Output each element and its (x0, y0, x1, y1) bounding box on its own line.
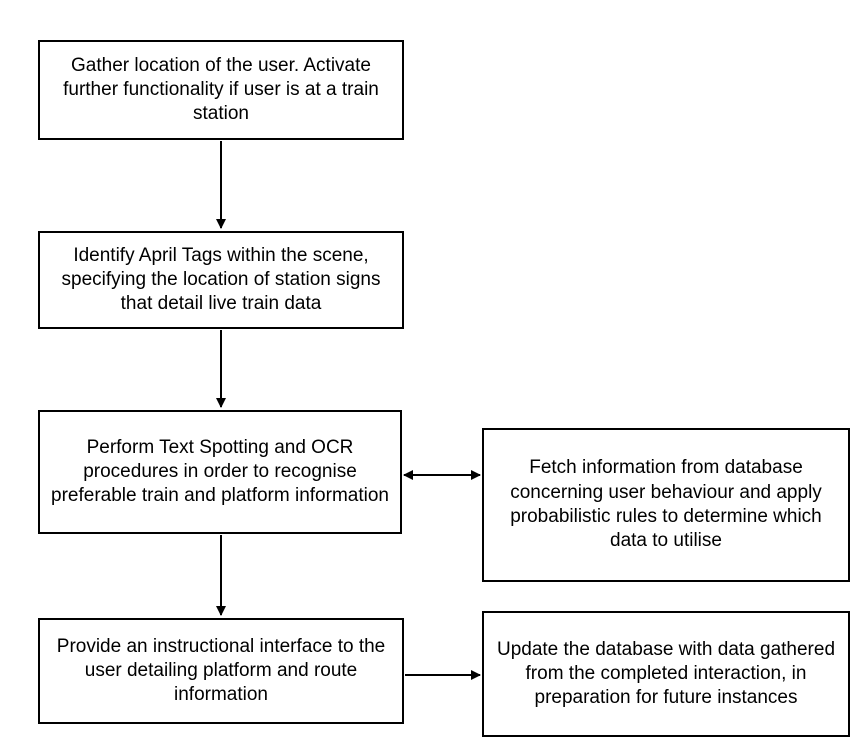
step-identify-april-tags-text: Identify April Tags within the scene, sp… (61, 244, 381, 315)
step-gather-location: Gather location of the user. Activate fu… (38, 40, 404, 140)
step-text-spotting-ocr-text: Perform Text Spotting and OCR procedures… (51, 436, 389, 507)
step-text-spotting-ocr: Perform Text Spotting and OCR procedures… (38, 410, 402, 534)
step-gather-location-text: Gather location of the user. Activate fu… (63, 54, 379, 125)
step-identify-april-tags: Identify April Tags within the scene, sp… (38, 231, 404, 329)
step-instructional-interface-text: Provide an instructional interface to th… (56, 635, 386, 706)
step-fetch-database-info: Fetch information from database concerni… (482, 428, 850, 582)
step-update-database: Update the database with data gathered f… (482, 611, 850, 737)
step-update-database-text: Update the database with data gathered f… (496, 638, 836, 709)
step-instructional-interface: Provide an instructional interface to th… (38, 618, 404, 724)
step-fetch-database-info-text: Fetch information from database concerni… (510, 457, 822, 552)
